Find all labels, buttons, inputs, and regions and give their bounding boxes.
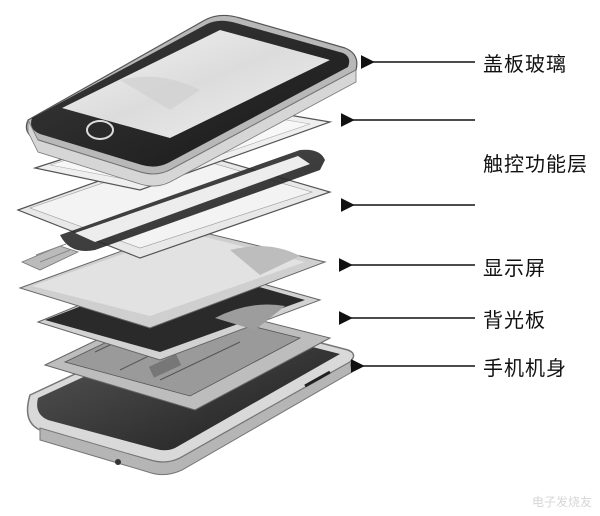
watermark: 电子发烧友	[531, 495, 592, 509]
display-layer	[18, 227, 327, 329]
pointer-arrows	[338, 55, 475, 373]
label-backlight: 背光板	[483, 308, 546, 332]
cover-glass-layer	[25, 14, 358, 187]
label-touch-layer: 触控功能层	[483, 152, 588, 176]
label-display: 显示屏	[483, 256, 546, 280]
label-cover-glass: 盖板玻璃	[483, 52, 567, 76]
label-phone-body: 手机机身	[483, 356, 567, 380]
